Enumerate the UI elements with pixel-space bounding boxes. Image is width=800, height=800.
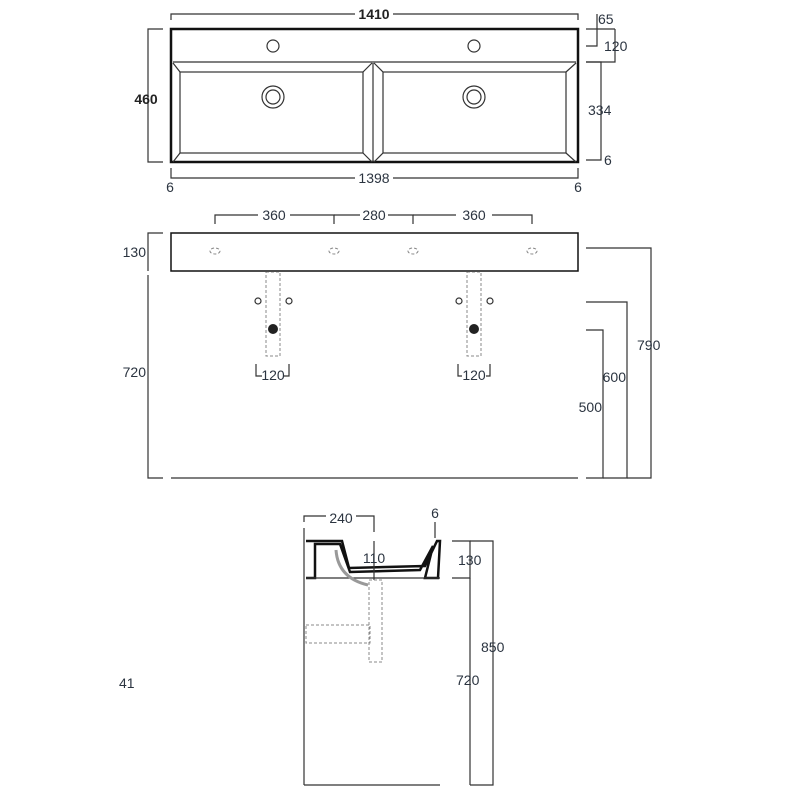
- drain-icon: [462, 85, 486, 109]
- trap-left: [265, 271, 281, 357]
- dim-120: 120: [604, 38, 628, 54]
- top-view: 1410 460 1398 6 6 65 120 334 6: [134, 6, 627, 195]
- dim-600: 600: [603, 369, 627, 385]
- dim-790: 790: [637, 337, 661, 353]
- tap-hole-icon: [266, 39, 280, 53]
- dim-120-left-drain: 120: [261, 367, 285, 383]
- dim-240: 240: [329, 510, 353, 526]
- dim-460: 460: [134, 91, 158, 107]
- dim-130: 130: [123, 244, 147, 260]
- dim-360-right: 360: [462, 207, 486, 223]
- dim-334: 334: [588, 102, 612, 118]
- dim-6: 6: [604, 152, 612, 168]
- trap-right: [466, 271, 482, 357]
- drain-outlet-icon: [469, 324, 479, 334]
- dim-500: 500: [579, 399, 603, 415]
- dim-6-wall: 6: [431, 505, 439, 521]
- trap: [368, 579, 383, 663]
- basin-front: [170, 232, 579, 272]
- side-view: 240 6 110 130 850 720: [303, 505, 505, 786]
- overflow-pipe: [334, 549, 369, 587]
- front-view: 360 280 360 130 720 120 120 500 600 790: [123, 207, 661, 479]
- dim-110: 110: [363, 550, 386, 566]
- right-bowl: [382, 71, 567, 154]
- drain-icon: [261, 85, 285, 109]
- dim-6-right: 6: [574, 179, 582, 195]
- dim-280: 280: [362, 207, 386, 223]
- dim-850: 850: [481, 639, 505, 655]
- dim-65: 65: [598, 11, 614, 27]
- basin-outline: [169, 27, 580, 164]
- dim-1398: 1398: [358, 170, 389, 186]
- dim-6-left: 6: [166, 179, 174, 195]
- fragment-label: 41: [119, 675, 135, 691]
- dim-720: 720: [123, 364, 147, 380]
- dim-1410: 1410: [358, 6, 389, 22]
- dim-720-side: 720: [456, 672, 480, 688]
- dim-360-left: 360: [262, 207, 286, 223]
- dim-130-side: 130: [458, 552, 482, 568]
- tap-hole-icon: [467, 39, 481, 53]
- dim-120-right-drain: 120: [462, 367, 486, 383]
- left-bowl: [179, 71, 364, 154]
- drain-outlet-icon: [268, 324, 278, 334]
